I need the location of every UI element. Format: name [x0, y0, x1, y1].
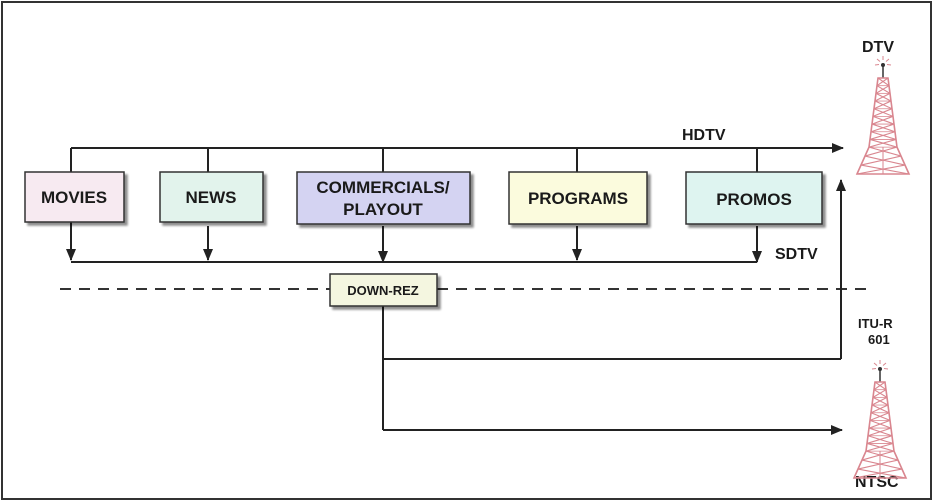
news-box: NEWS — [159, 171, 264, 223]
downrez-box: DOWN-REZ — [329, 273, 438, 307]
itu-r-label: ITU-R — [858, 316, 893, 331]
promos-box-fill — [685, 171, 823, 225]
promos-label: PROMOS — [716, 190, 792, 209]
hdtv-label: HDTV — [682, 127, 726, 144]
commercials-box-fill — [296, 171, 471, 225]
news-box-fill — [159, 171, 264, 223]
programs-box: PROGRAMS — [508, 171, 648, 225]
itu-601-label: 601 — [868, 332, 890, 347]
news-label: NEWS — [186, 188, 237, 207]
sdtv-bus — [66, 222, 762, 263]
programs-box-fill — [508, 171, 648, 225]
downrez-box-fill — [329, 273, 438, 307]
promos-box: PROMOS — [685, 171, 823, 225]
commercials-label-line2: PLAYOUT — [343, 200, 423, 219]
movies-box: MOVIES — [24, 171, 125, 223]
dtv-tower-icon — [855, 56, 911, 175]
programs-label: PROGRAMS — [528, 189, 628, 208]
movies-label: MOVIES — [41, 188, 107, 207]
movies-box-fill — [24, 171, 125, 223]
commercials-label-line1: COMMERCIALS/ — [316, 178, 449, 197]
sdtv-label: SDTV — [775, 246, 818, 263]
commercials-playout-box: COMMERCIALS/ PLAYOUT — [296, 171, 471, 225]
dtv-label: DTV — [862, 39, 894, 56]
downrez-label: DOWN-REZ — [347, 283, 419, 298]
hdtv-bus — [70, 143, 844, 172]
downrez-output-lines — [382, 179, 846, 435]
ntsc-tower-icon — [852, 360, 908, 479]
